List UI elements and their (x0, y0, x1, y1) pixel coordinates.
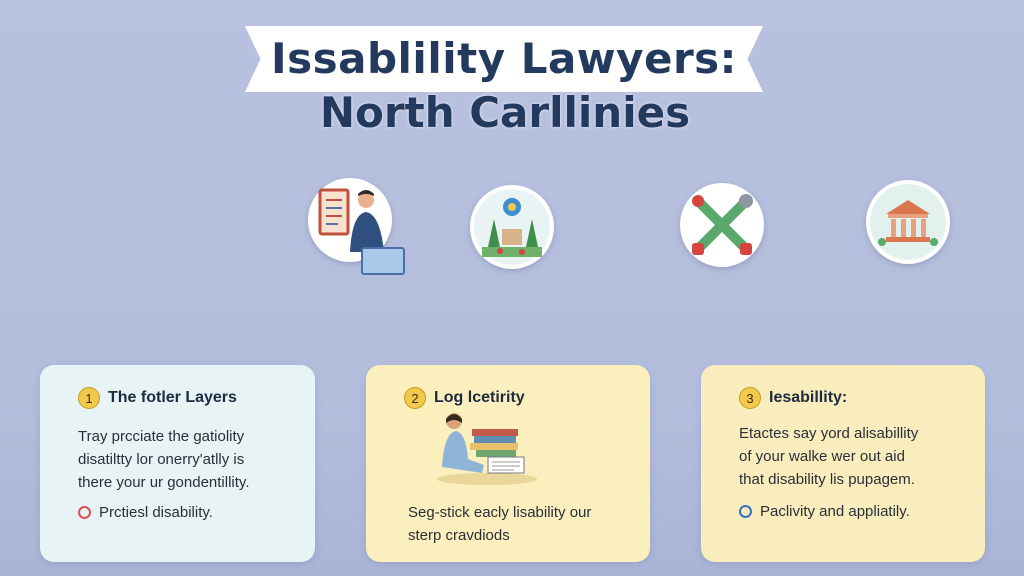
bullet-dot-icon (739, 505, 752, 518)
card-1-body: Tray prcciate the gatiolity disatiltty l… (78, 425, 249, 494)
page-subtitle: North Carllinies (319, 88, 691, 137)
card-2-heading: Log lcetirity (434, 389, 525, 406)
courthouse-icon (866, 180, 950, 264)
bullet-dot-icon (78, 506, 91, 519)
card-1-line: there your ur gondentillity. (78, 474, 250, 491)
card-1-bullet: Prctiesl disability. (78, 504, 213, 521)
card-3-header: 3 Iesabillity: (739, 387, 847, 409)
card-2-body: Seg-stick eacly lisability our sterp cra… (408, 501, 591, 547)
step-number-badge: 3 (739, 387, 761, 409)
card-1-heading: The fotler Layers (108, 389, 237, 406)
card-1-header: 1 The fotler Layers (78, 387, 237, 409)
info-card-2: 2 Log lcetirity Seg-stick eacly lisabili… (366, 365, 650, 562)
card-1-bullet-text: Prctiesl disability. (99, 504, 213, 521)
card-1-line: Tray prcciate the gatiolity (78, 428, 245, 445)
card-1-line: disatiltty lor onerry'atlly is (78, 451, 245, 468)
card-2-line: Seg-stick eacly lisability our (408, 504, 592, 521)
title-banner (245, 26, 763, 92)
info-card-3: 3 Iesabillity: Etactes say yord alisabil… (701, 365, 985, 562)
card-3-line: of your walke wer out aid (739, 448, 905, 465)
landscape-globe-icon (470, 185, 554, 269)
card-3-bullet-text: Paclivity and appliatily. (760, 503, 910, 520)
info-card-1: 1 The fotler Layers Tray prcciate the ga… (40, 365, 315, 562)
card-3-bullet: Paclivity and appliatily. (739, 503, 910, 520)
card-3-line: Etactes say yord alisabillity (739, 425, 919, 442)
step-number-badge: 1 (78, 387, 100, 409)
crossed-tools-icon (680, 183, 764, 267)
card-2-header: 2 Log lcetirity (404, 387, 525, 409)
card-3-line: that disability lis pupagem. (739, 471, 915, 488)
card-3-heading: Iesabillity: (769, 389, 848, 406)
step-number-badge: 2 (404, 387, 426, 409)
card-3-body: Etactes say yord alisabillity of your wa… (739, 422, 918, 491)
checklist-person-icon (308, 178, 405, 275)
card-2-line: sterp cravdiods (408, 527, 510, 544)
reading-person-illustration (432, 409, 542, 490)
page-title: Issablility Lawyers: (271, 34, 737, 83)
